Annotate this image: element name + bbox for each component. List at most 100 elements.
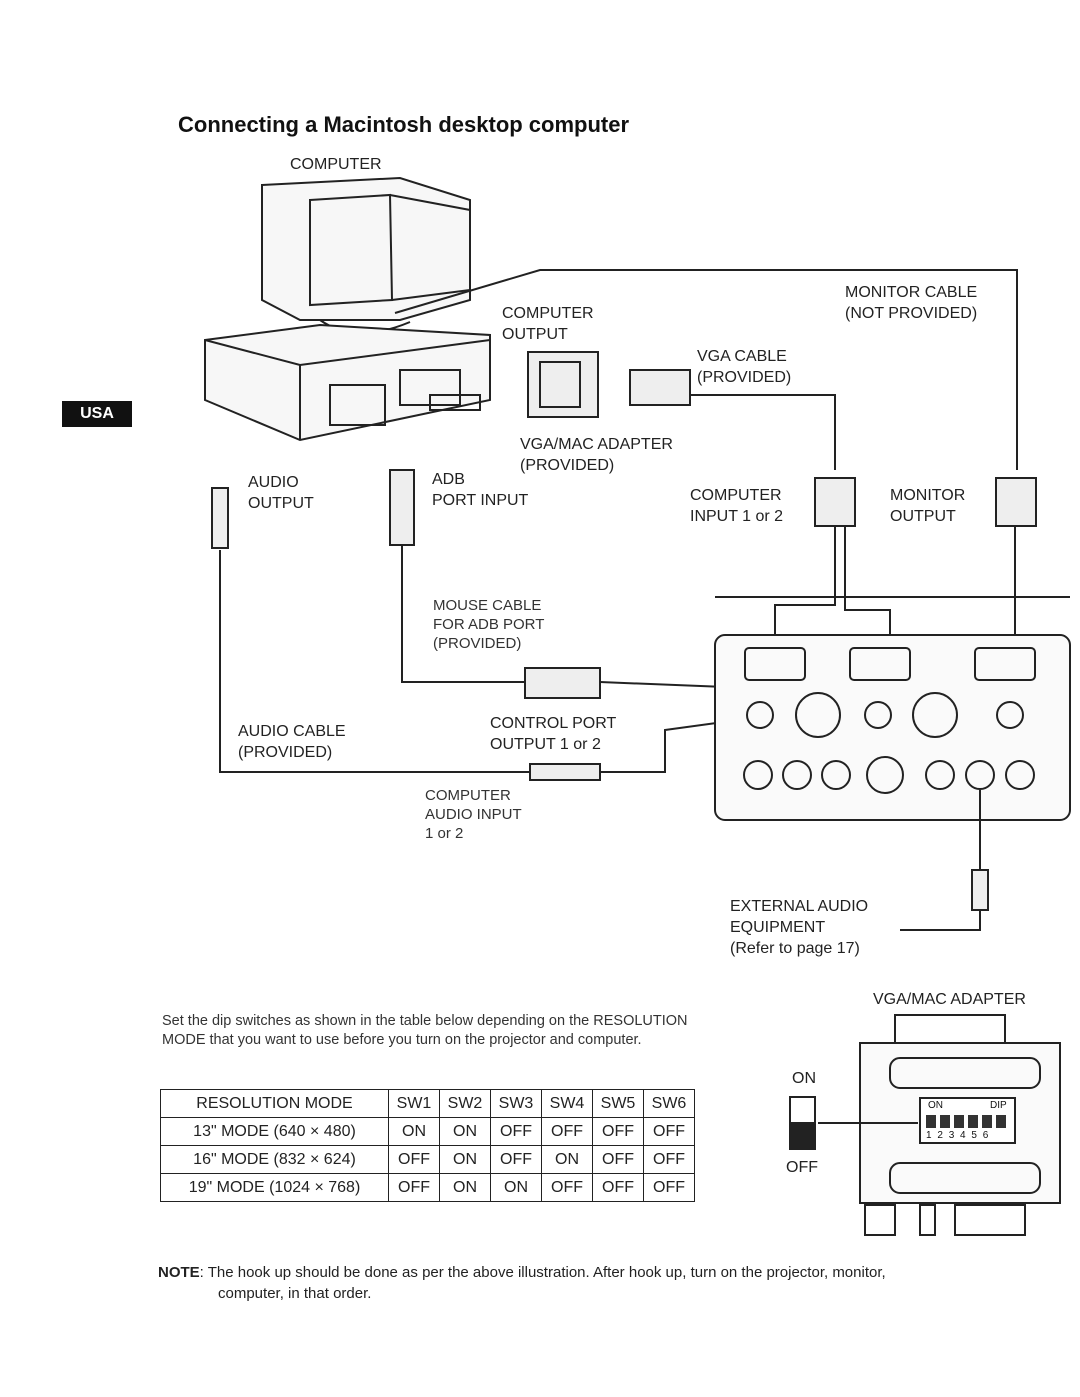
audio-output-line-2: OUTPUT: [248, 495, 314, 512]
table-cell: OFF: [388, 1173, 440, 1202]
dip-number: 3: [948, 1130, 955, 1141]
dip-number: 5: [971, 1130, 977, 1141]
adapter-detail-drawing: [789, 1014, 1061, 1236]
table-row: 13" MODE (640 × 480) ON ON OFF OFF OFF O…: [160, 1117, 695, 1146]
table-cell: OFF: [643, 1173, 695, 1202]
dip-on-label: ON: [928, 1100, 943, 1111]
table-cell: ON: [439, 1173, 491, 1202]
computer-label: COMPUTER: [290, 156, 382, 173]
header-cell: SW4: [541, 1089, 593, 1118]
computer-input-plug: [814, 477, 856, 527]
dip-switch-description: Set the dip switches as shown in the tab…: [162, 1013, 688, 1048]
table-cell: OFF: [643, 1145, 695, 1174]
computer-input-line-2: INPUT 1 or 2: [690, 508, 784, 525]
audio-cable-line-1: AUDIO CABLE: [238, 723, 346, 740]
table-cell: OFF: [592, 1145, 644, 1174]
adb-port-line-1: ADB: [432, 471, 465, 488]
adb-port-line-2: PORT INPUT: [432, 492, 529, 509]
audio-input-plug: [529, 763, 601, 781]
monitor-cable-label: MONITOR CABLE (NOT PROVIDED): [845, 282, 977, 324]
projector-panel: [714, 634, 1071, 821]
computer-input-cable: [774, 526, 836, 638]
vga-cable-line-2: (PROVIDED): [697, 369, 792, 386]
table-row: 19" MODE (1024 × 768) OFF ON ON OFF OFF …: [160, 1173, 695, 1202]
external-audio-label: EXTERNAL AUDIO EQUIPMENT (Refer to page …: [730, 896, 868, 959]
table-cell: 19" MODE (1024 × 768): [160, 1173, 389, 1202]
dip-number: 4: [960, 1130, 966, 1141]
audio-cable-line-2: (PROVIDED): [238, 744, 333, 761]
table-cell: OFF: [541, 1173, 593, 1202]
external-audio-line-3: (Refer to page 17): [730, 940, 860, 957]
table-row: 16" MODE (832 × 624) OFF ON OFF ON OFF O…: [160, 1145, 695, 1174]
computer-monitor-drawing: [261, 176, 471, 334]
table-cell: OFF: [592, 1117, 644, 1146]
switch-off-label: OFF: [786, 1159, 818, 1176]
table-cell: OFF: [643, 1117, 695, 1146]
dip-number: 2: [937, 1130, 943, 1141]
monitor-output-plug: [995, 477, 1037, 527]
dip-number: 1: [926, 1130, 932, 1141]
table-cell: ON: [388, 1117, 440, 1146]
mouse-cable-label: MOUSE CABLE FOR ADB PORT (PROVIDED): [433, 596, 544, 653]
adb-plug: [389, 469, 415, 546]
monitor-cable: [394, 269, 1018, 470]
vga-mac-adapter-line-1: VGA/MAC ADAPTER: [520, 436, 673, 453]
table-cell: OFF: [388, 1145, 440, 1174]
computer-audio-input-line-2: AUDIO INPUT: [425, 806, 522, 823]
adb-port-label: ADB PORT INPUT: [432, 469, 528, 511]
computer-input-line-1: COMPUTER: [690, 487, 782, 504]
mouse-cable-line-1: MOUSE CABLE: [433, 597, 542, 614]
note: NOTE: The hook up should be done as per …: [158, 1262, 1058, 1304]
computer-output-line-2: OUTPUT: [502, 326, 568, 343]
table-cell: 16" MODE (832 × 624): [160, 1145, 389, 1174]
table-cell: ON: [541, 1145, 593, 1174]
audio-cable: [219, 550, 530, 773]
table-cell: ON: [439, 1145, 491, 1174]
table-cell: ON: [490, 1173, 542, 1202]
vga-cable-label: VGA CABLE (PROVIDED): [697, 346, 791, 388]
table-cell: OFF: [490, 1145, 542, 1174]
audio-output-plug: [211, 487, 229, 549]
monitor-cable-line-2: (NOT PROVIDED): [845, 305, 978, 322]
page-title: Connecting a Macintosh desktop computer: [178, 112, 630, 137]
table-cell: OFF: [541, 1117, 593, 1146]
computer-input-label: COMPUTER INPUT 1 or 2: [690, 485, 783, 527]
dip-numbers: 1 2 3 4 5 6: [926, 1130, 988, 1141]
external-audio-plug: [971, 869, 989, 911]
dip-label: DIP: [990, 1100, 1007, 1111]
computer-audio-input-line-1: COMPUTER: [425, 787, 511, 804]
note-prefix: NOTE: [158, 1264, 200, 1281]
control-port-line-1: CONTROL PORT: [490, 715, 617, 732]
header-cell: SW3: [490, 1089, 542, 1118]
control-port-plug: [524, 667, 601, 699]
note-line-2: computer, in that order.: [218, 1285, 372, 1302]
table-cell: ON: [439, 1117, 491, 1146]
control-port-line-2: OUTPUT 1 or 2: [490, 736, 601, 753]
control-port-label: CONTROL PORT OUTPUT 1 or 2: [490, 713, 616, 755]
monitor-output-line-1: MONITOR: [890, 487, 966, 504]
adapter-title: VGA/MAC ADAPTER: [873, 991, 1026, 1008]
mouse-cable-line-3: (PROVIDED): [433, 635, 522, 652]
table-cell: OFF: [592, 1173, 644, 1202]
note-line-1: : The hook up should be done as per the …: [199, 1264, 886, 1281]
monitor-output-line-2: OUTPUT: [890, 508, 956, 525]
vga-mac-adapter-label: VGA/MAC ADAPTER (PROVIDED): [520, 434, 673, 476]
vga-cable-line-1: VGA CABLE: [697, 348, 787, 365]
header-cell: RESOLUTION MODE: [160, 1089, 389, 1118]
computer-output-line-1: COMPUTER: [502, 305, 594, 322]
audio-output-line-1: AUDIO: [248, 474, 299, 491]
computer-output-label: COMPUTER OUTPUT: [502, 303, 594, 345]
monitor-cable-line-1: MONITOR CABLE: [845, 284, 978, 301]
vga-cable-plug: [629, 369, 691, 406]
header-cell: SW5: [592, 1089, 644, 1118]
external-audio-line-2: EQUIPMENT: [730, 919, 826, 936]
audio-output-label: AUDIO OUTPUT: [248, 472, 314, 514]
external-audio-line-1: EXTERNAL AUDIO: [730, 898, 869, 915]
computer-audio-input-line-3: 1 or 2: [425, 825, 464, 842]
monitor-output-label: MONITOR OUTPUT: [890, 485, 965, 527]
header-cell: SW6: [643, 1089, 695, 1118]
table-cell: 13" MODE (640 × 480): [160, 1117, 389, 1146]
dip-switches: [926, 1115, 1006, 1128]
table-cell: OFF: [490, 1117, 542, 1146]
header-cell: SW1: [388, 1089, 440, 1118]
